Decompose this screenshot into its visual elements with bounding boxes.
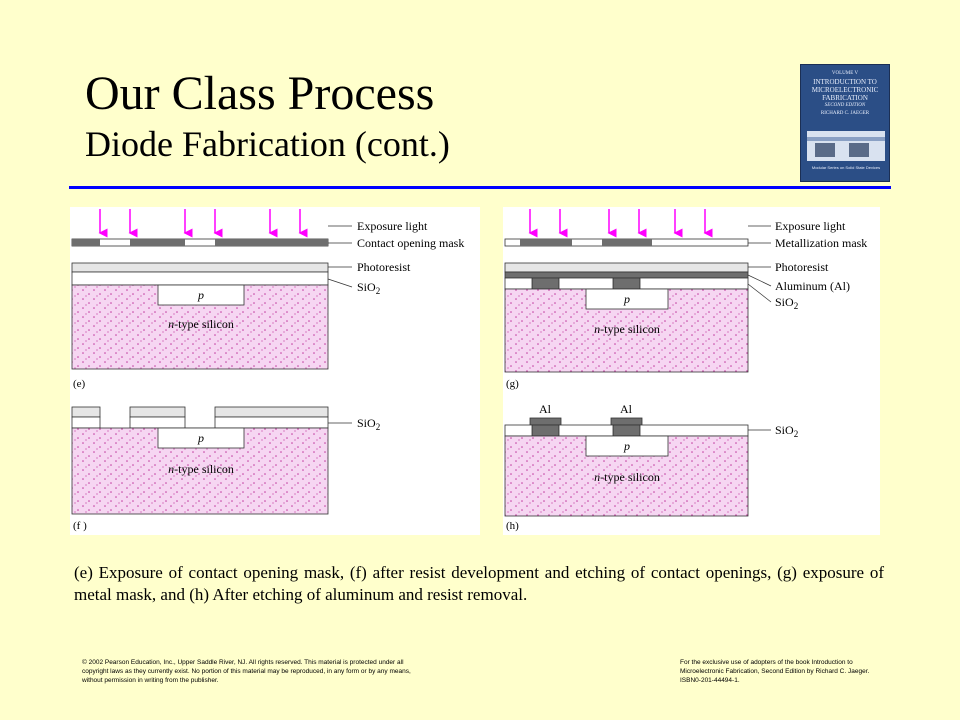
label-sio2-h: SiO2 <box>775 423 798 439</box>
label-photoresist-g: Photoresist <box>775 260 829 274</box>
p-label-h: p <box>623 439 630 453</box>
diagram-e-f: p n-type silicon Exposure light Contact … <box>70 207 480 535</box>
figure-panel-e-f: p n-type silicon Exposure light Contact … <box>70 207 480 535</box>
book-series: Modular Series on Solid State Devices <box>805 165 887 170</box>
title-underline <box>69 186 891 189</box>
book-volume: VOLUME V <box>801 70 889 78</box>
n-silicon-label-f: n-type silicon <box>168 462 234 476</box>
p-label-f: p <box>197 431 204 445</box>
title-subtitle: Diode Fabrication (cont.) <box>85 122 450 166</box>
figure-caption: (e) Exposure of contact opening mask, (f… <box>74 562 884 606</box>
book-cover-image: VOLUME V INTRODUCTION TO MICROELECTRONIC… <box>800 64 890 182</box>
photoresist-layer-e <box>72 263 328 272</box>
photoresist-remaining-f <box>72 407 328 417</box>
label-aluminum: Aluminum (Al) <box>775 279 850 293</box>
book-edition: SECOND EDITION <box>801 102 889 110</box>
book-cover-art <box>807 131 885 161</box>
copyright-notice: © 2002 Pearson Education, Inc., Upper Sa… <box>82 658 412 685</box>
diagram-g-h: p n-type silicon Exposure light Metalliz… <box>503 207 880 535</box>
p-label-e: p <box>197 288 204 302</box>
label-photoresist-e: Photoresist <box>357 260 411 274</box>
leaders-g <box>748 226 771 302</box>
book-author: RICHARD C. JAEGER <box>801 110 889 118</box>
p-label-g: p <box>623 292 630 306</box>
leaders-e <box>328 226 352 287</box>
exposure-arrows-e <box>100 209 300 233</box>
label-metallization-mask: Metallization mask <box>775 236 867 250</box>
al-label-left: Al <box>539 402 552 416</box>
book-cover-text: VOLUME V INTRODUCTION TO MICROELECTRONIC… <box>801 70 889 118</box>
label-exposure-light-g: Exposure light <box>775 219 846 233</box>
n-silicon-label-h: n-type silicon <box>594 470 660 484</box>
n-silicon-label-e: n-type silicon <box>168 317 234 331</box>
exposure-arrows-g <box>530 209 705 233</box>
n-silicon-label-g: n-type silicon <box>594 322 660 336</box>
figure-tag-h: (h) <box>506 520 519 532</box>
figure-tag-g: (g) <box>506 378 519 390</box>
label-sio2-e: SiO2 <box>357 280 380 296</box>
al-label-right: Al <box>620 402 633 416</box>
contact-opening-mask <box>72 239 328 246</box>
book-title: INTRODUCTION TO MICROELECTRONIC FABRICAT… <box>801 78 889 102</box>
figure-tag-e: (e) <box>73 378 86 390</box>
title-main: Our Class Process <box>85 66 450 122</box>
sio2-layer-e <box>72 272 328 285</box>
photoresist-layer-g <box>505 263 748 272</box>
label-sio2-f: SiO2 <box>357 416 380 432</box>
label-exposure-light-e: Exposure light <box>357 219 428 233</box>
label-contact-mask: Contact opening mask <box>357 236 464 250</box>
figure-panel-g-h: p n-type silicon Exposure light Metalliz… <box>503 207 880 535</box>
metallization-mask <box>505 239 748 246</box>
sio2-layer-f <box>72 417 328 428</box>
figure-tag-f: (f ) <box>73 520 87 532</box>
label-sio2-g: SiO2 <box>775 295 798 311</box>
adopter-notice: For the exclusive use of adopters of the… <box>680 658 880 685</box>
slide-title: Our Class Process Diode Fabrication (con… <box>85 66 450 166</box>
